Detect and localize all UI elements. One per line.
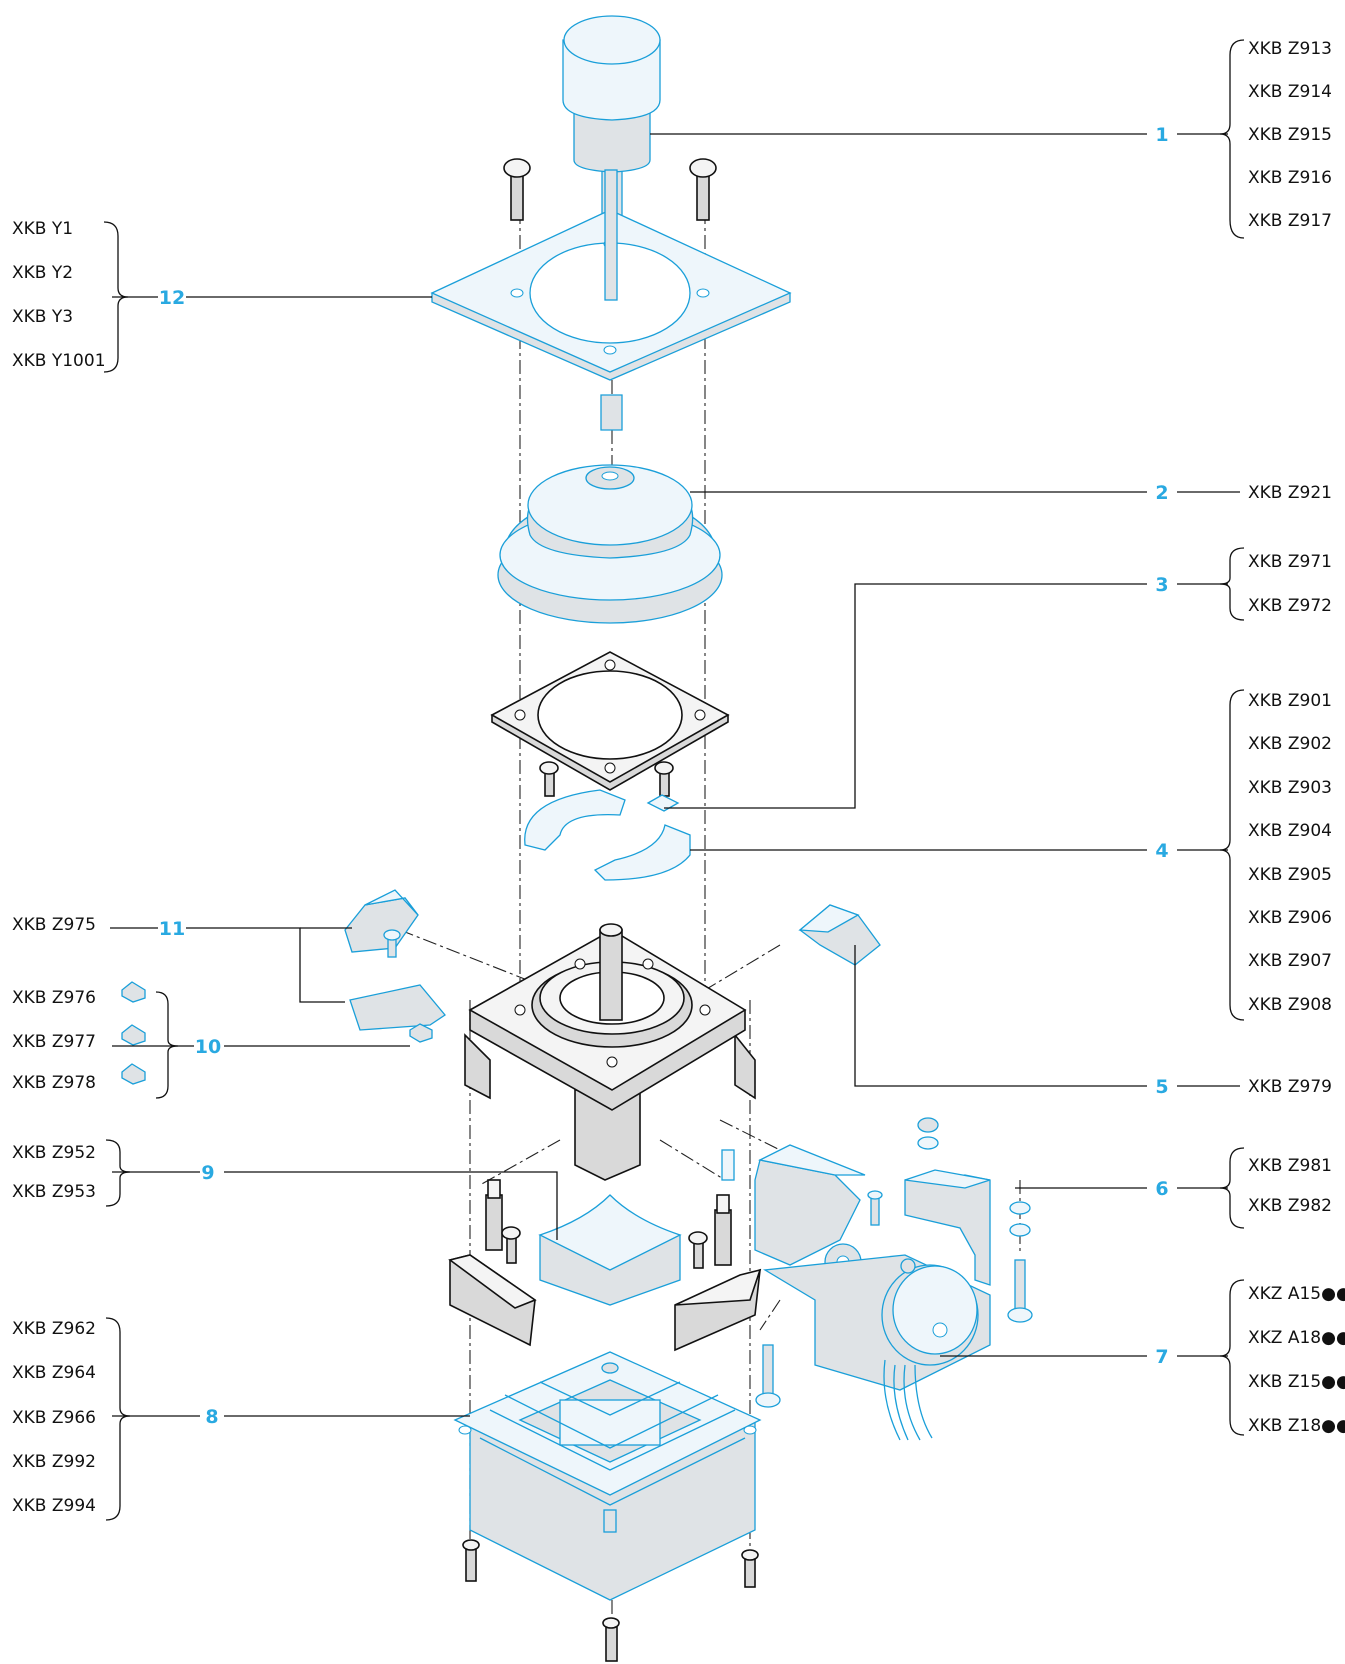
screw-right [689, 158, 717, 221]
joystick-exploded-drawing [121, 15, 1033, 1662]
gasket-screws [539, 761, 674, 797]
cradle [538, 1194, 682, 1306]
callout-6: 6 XKB Z981 XKB Z982 [1155, 1156, 1332, 1216]
rubber-boot [497, 464, 723, 624]
callout-number: 7 [1155, 1346, 1168, 1368]
callout-number: 6 [1155, 1178, 1168, 1200]
part-code: XKB Z921 [1248, 483, 1332, 503]
callout-11: 11 XKB Z975 [12, 915, 185, 940]
callout-number: 1 [1155, 124, 1168, 146]
part-code: XKB Z917 [1248, 211, 1332, 231]
gasket [490, 651, 730, 791]
part-code: XKB Z953 [12, 1182, 96, 1202]
switch-base [453, 1351, 762, 1601]
callout-number: 5 [1155, 1076, 1168, 1098]
part-code: XKB Y2 [12, 263, 73, 283]
callout-10: 10 XKB Z976 XKB Z977 XKB Z978 [12, 988, 221, 1093]
guide-plates [524, 789, 691, 881]
part-code: XKB Z903 [1248, 778, 1332, 798]
callout-1: 1 XKB Z913 XKB Z914 XKB Z915 XKB Z916 XK… [1155, 39, 1332, 231]
part-code: XKB Z994 [12, 1496, 96, 1516]
base-screws [462, 1539, 759, 1662]
cam-wings [448, 1254, 762, 1352]
joystick-body [464, 923, 756, 1181]
callout-3: 3 XKB Z971 XKB Z972 [1155, 552, 1332, 616]
switch-bracket [755, 1117, 1033, 1408]
centring-springs [485, 1149, 735, 1269]
callout-number: 4 [1155, 840, 1168, 862]
mounting-plate [430, 169, 792, 381]
callout-number: 11 [159, 918, 185, 940]
part-code: XKB Z908 [1248, 995, 1332, 1015]
part-code: XKB Y1 [12, 219, 73, 239]
callout-number: 3 [1155, 574, 1168, 596]
cam-right [798, 904, 881, 966]
callout-number: 10 [195, 1036, 221, 1058]
callout-2: 2 XKB Z921 [1155, 482, 1332, 504]
part-code: XKB Z915 [1248, 125, 1332, 145]
spring-right [688, 1194, 732, 1269]
screw-left [503, 158, 531, 221]
part-code: XKB Z913 [1248, 39, 1332, 59]
callout-number: 9 [201, 1162, 214, 1184]
callout-5: 5 XKB Z979 [1155, 1076, 1332, 1098]
part-code: XKB Y1001 [12, 351, 106, 371]
callout-4: 4 XKB Z901 XKB Z902 XKB Z903 XKB Z904 XK… [1155, 691, 1332, 1015]
callout-number: 12 [159, 287, 185, 309]
part-code: XKZ A18●● [1248, 1328, 1345, 1348]
part-code: XKB Z901 [1248, 691, 1332, 711]
part-code: XKB Z905 [1248, 865, 1332, 885]
part-code: XKB Z978 [12, 1073, 96, 1093]
part-code: XKB Z975 [12, 915, 96, 935]
part-code: XKB Y3 [12, 307, 73, 327]
spring-top [721, 1149, 735, 1181]
locking-pieces [121, 981, 433, 1085]
part-code: XKB Z904 [1248, 821, 1332, 841]
part-code: XKB Z907 [1248, 951, 1332, 971]
cam-left [344, 889, 419, 953]
spring-clip [349, 929, 446, 1031]
part-code: XKB Z981 [1248, 1156, 1332, 1176]
callout-number: 8 [205, 1406, 218, 1428]
part-code: XKB Z992 [12, 1452, 96, 1472]
part-code: XKB Z906 [1248, 908, 1332, 928]
part-code: XKB Z982 [1248, 1196, 1332, 1216]
part-code: XKB Z964 [12, 1363, 96, 1383]
plate-screws [503, 158, 717, 221]
part-code: XKB Z916 [1248, 168, 1332, 188]
part-code: XKB Z971 [1248, 552, 1332, 572]
part-code: XKB Z952 [12, 1143, 96, 1163]
part-code: XKB Z977 [12, 1032, 96, 1052]
callout-7: 7 XKZ A15●● XKZ A18●● XKB Z15●● XKB Z18●… [1155, 1284, 1345, 1436]
callout-8: 8 XKB Z962 XKB Z964 XKB Z966 XKB Z992 XK… [12, 1319, 219, 1516]
part-code: XKB Z972 [1248, 596, 1332, 616]
part-code: XKB Z902 [1248, 734, 1332, 754]
potentiometer [763, 1254, 991, 1441]
spring-left [485, 1179, 521, 1264]
callout-number: 2 [1155, 482, 1168, 504]
part-code: XKZ A15●● [1248, 1284, 1345, 1304]
callout-9: 9 XKB Z952 XKB Z953 [12, 1143, 215, 1202]
part-code: XKB Z962 [12, 1319, 96, 1339]
part-code: XKB Z914 [1248, 82, 1332, 102]
part-code: XKB Z979 [1248, 1077, 1332, 1097]
part-code: XKB Z15●● [1248, 1372, 1345, 1392]
leader-lines [110, 133, 1240, 1417]
callout-12: 12 XKB Y1 XKB Y2 XKB Y3 XKB Y1001 [12, 219, 185, 371]
part-code: XKB Z976 [12, 988, 96, 1008]
part-code: XKB Z18●● [1248, 1416, 1345, 1436]
braces [103, 39, 1245, 1521]
part-code: XKB Z966 [12, 1408, 96, 1428]
